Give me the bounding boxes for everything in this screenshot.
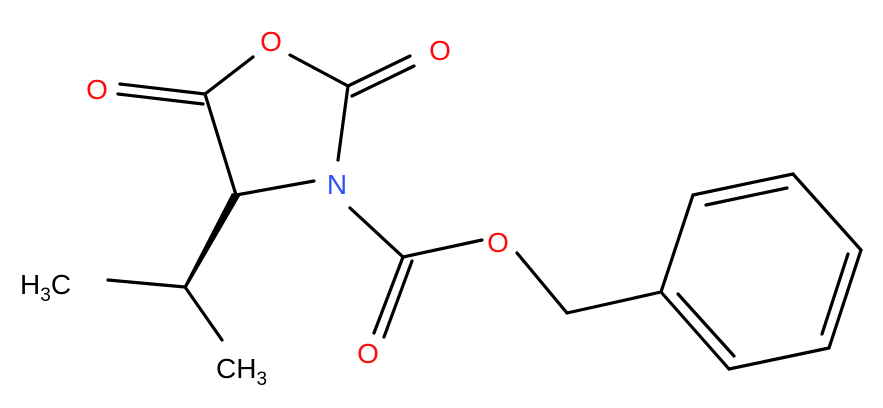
bond-ph-c1-c2 xyxy=(659,193,695,294)
bond-n3-carbamate-c xyxy=(348,206,405,259)
bond-ph-c6-c1 xyxy=(659,290,731,371)
atom-label-o-c2-carbonyl: O xyxy=(429,35,451,66)
bond-c2-o-double-a xyxy=(346,54,412,88)
atom-label-n3: N xyxy=(327,169,347,200)
bond-oester-ch2 xyxy=(515,251,569,315)
bond-ph-c2-c3 xyxy=(691,172,795,197)
bond-ph-inner-a xyxy=(704,186,789,207)
wedge-bond-c4-ch xyxy=(184,193,240,289)
bond-ch-ch3-left xyxy=(106,278,187,289)
bond-ch2-phenyl xyxy=(565,290,663,315)
atom-label-ch3-left: H3C xyxy=(20,269,71,306)
bond-ph-c4-c5 xyxy=(827,248,863,350)
atom-label-o-ring: O xyxy=(260,26,282,57)
atom-label-o-carbamate-carbonyl: O xyxy=(357,338,379,369)
bond-c2-o-double-b xyxy=(350,64,416,98)
bond-ph-inner-c xyxy=(676,292,736,358)
bond-c5-o-double-b xyxy=(116,92,205,106)
bond-c5-o-double-a xyxy=(118,82,207,96)
atom-label-o-ester: O xyxy=(487,227,509,258)
bond-c2-n3 xyxy=(336,84,350,162)
bond-carbamate-c-o-double-b xyxy=(382,259,414,339)
bond-ph-c5-c6 xyxy=(727,346,831,371)
bond-o1-c2 xyxy=(288,53,350,88)
atom-label-o-c5-carbonyl: O xyxy=(86,74,108,105)
bond-ph-inner-b xyxy=(820,252,850,336)
bond-ch-ch3-bottom xyxy=(183,285,224,342)
atom-label-ch3-bottom: CH3 xyxy=(216,353,267,390)
bond-carbamate-c-o-double-a xyxy=(372,255,405,335)
bond-c5-o1 xyxy=(203,55,255,96)
bond-ph-c3-c4 xyxy=(791,172,863,252)
bond-carbamate-c-oester xyxy=(401,238,484,259)
bond-n3-c4 xyxy=(234,179,316,197)
bond-c4-c5 xyxy=(203,92,238,197)
